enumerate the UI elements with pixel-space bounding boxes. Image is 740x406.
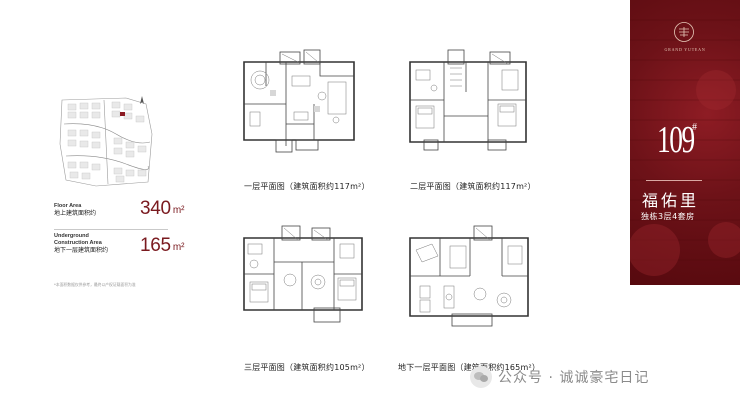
wechat-icon	[470, 366, 492, 388]
plan-1f-caption: 一层平面图（建筑面积约117m²）	[244, 182, 370, 191]
north-arrow-icon	[140, 96, 144, 104]
floor-area-en-label: Floor Area	[54, 202, 82, 209]
floor-area-value: 340	[140, 198, 171, 219]
floor-area-block: Floor Area 地上建筑面积约 340 m²	[54, 198, 185, 219]
underground-area-block: Underground Construction Area 地下一层建筑面积约 …	[54, 233, 184, 255]
plan-2f-caption: 二层平面图（建筑面积约117m²）	[410, 182, 536, 191]
site-map	[56, 94, 156, 192]
highlighted-building	[120, 112, 125, 116]
logo-text: GRAND YUTEAN	[664, 47, 706, 52]
building-number: 109	[657, 119, 695, 161]
plan-b1-caption: 地下一层平面图（建筑面积约165m²）	[398, 363, 541, 372]
grand-yutean-logo-icon	[674, 22, 694, 42]
watermark-text: 公众号 · 诚诚豪宅日记	[498, 370, 650, 386]
building-name: 福佑里	[642, 191, 700, 210]
floor-plan-3f	[238, 222, 366, 328]
underground-en-label-1: Underground	[54, 233, 89, 239]
building-number-mark: #	[692, 122, 697, 133]
floor-plan-2f	[404, 44, 532, 154]
underground-area-unit: m²	[172, 242, 185, 253]
underground-en-label-2: Construction Area	[54, 239, 102, 246]
floor-plan-b1	[404, 220, 534, 332]
floor-plan-1f	[236, 46, 362, 156]
building-description: 独栋3层4套房	[641, 212, 695, 221]
site-map-drawing	[59, 96, 153, 187]
area-divider	[54, 229, 168, 230]
name-divider	[646, 180, 702, 181]
watermark: 公众号 · 诚诚豪宅日记	[470, 366, 649, 388]
underground-area-value: 165	[140, 235, 171, 256]
floor-area-unit: m²	[172, 205, 185, 216]
plan-3f-caption: 三层平面图（建筑面积约105m²）	[244, 363, 370, 372]
area-footnote: *本面积数据仅供参考，最终以产权证载面积为准	[54, 282, 136, 287]
underground-cn-label: 地下一层建筑面积约	[54, 247, 109, 254]
floor-area-cn-label: 地上建筑面积约	[54, 210, 97, 217]
